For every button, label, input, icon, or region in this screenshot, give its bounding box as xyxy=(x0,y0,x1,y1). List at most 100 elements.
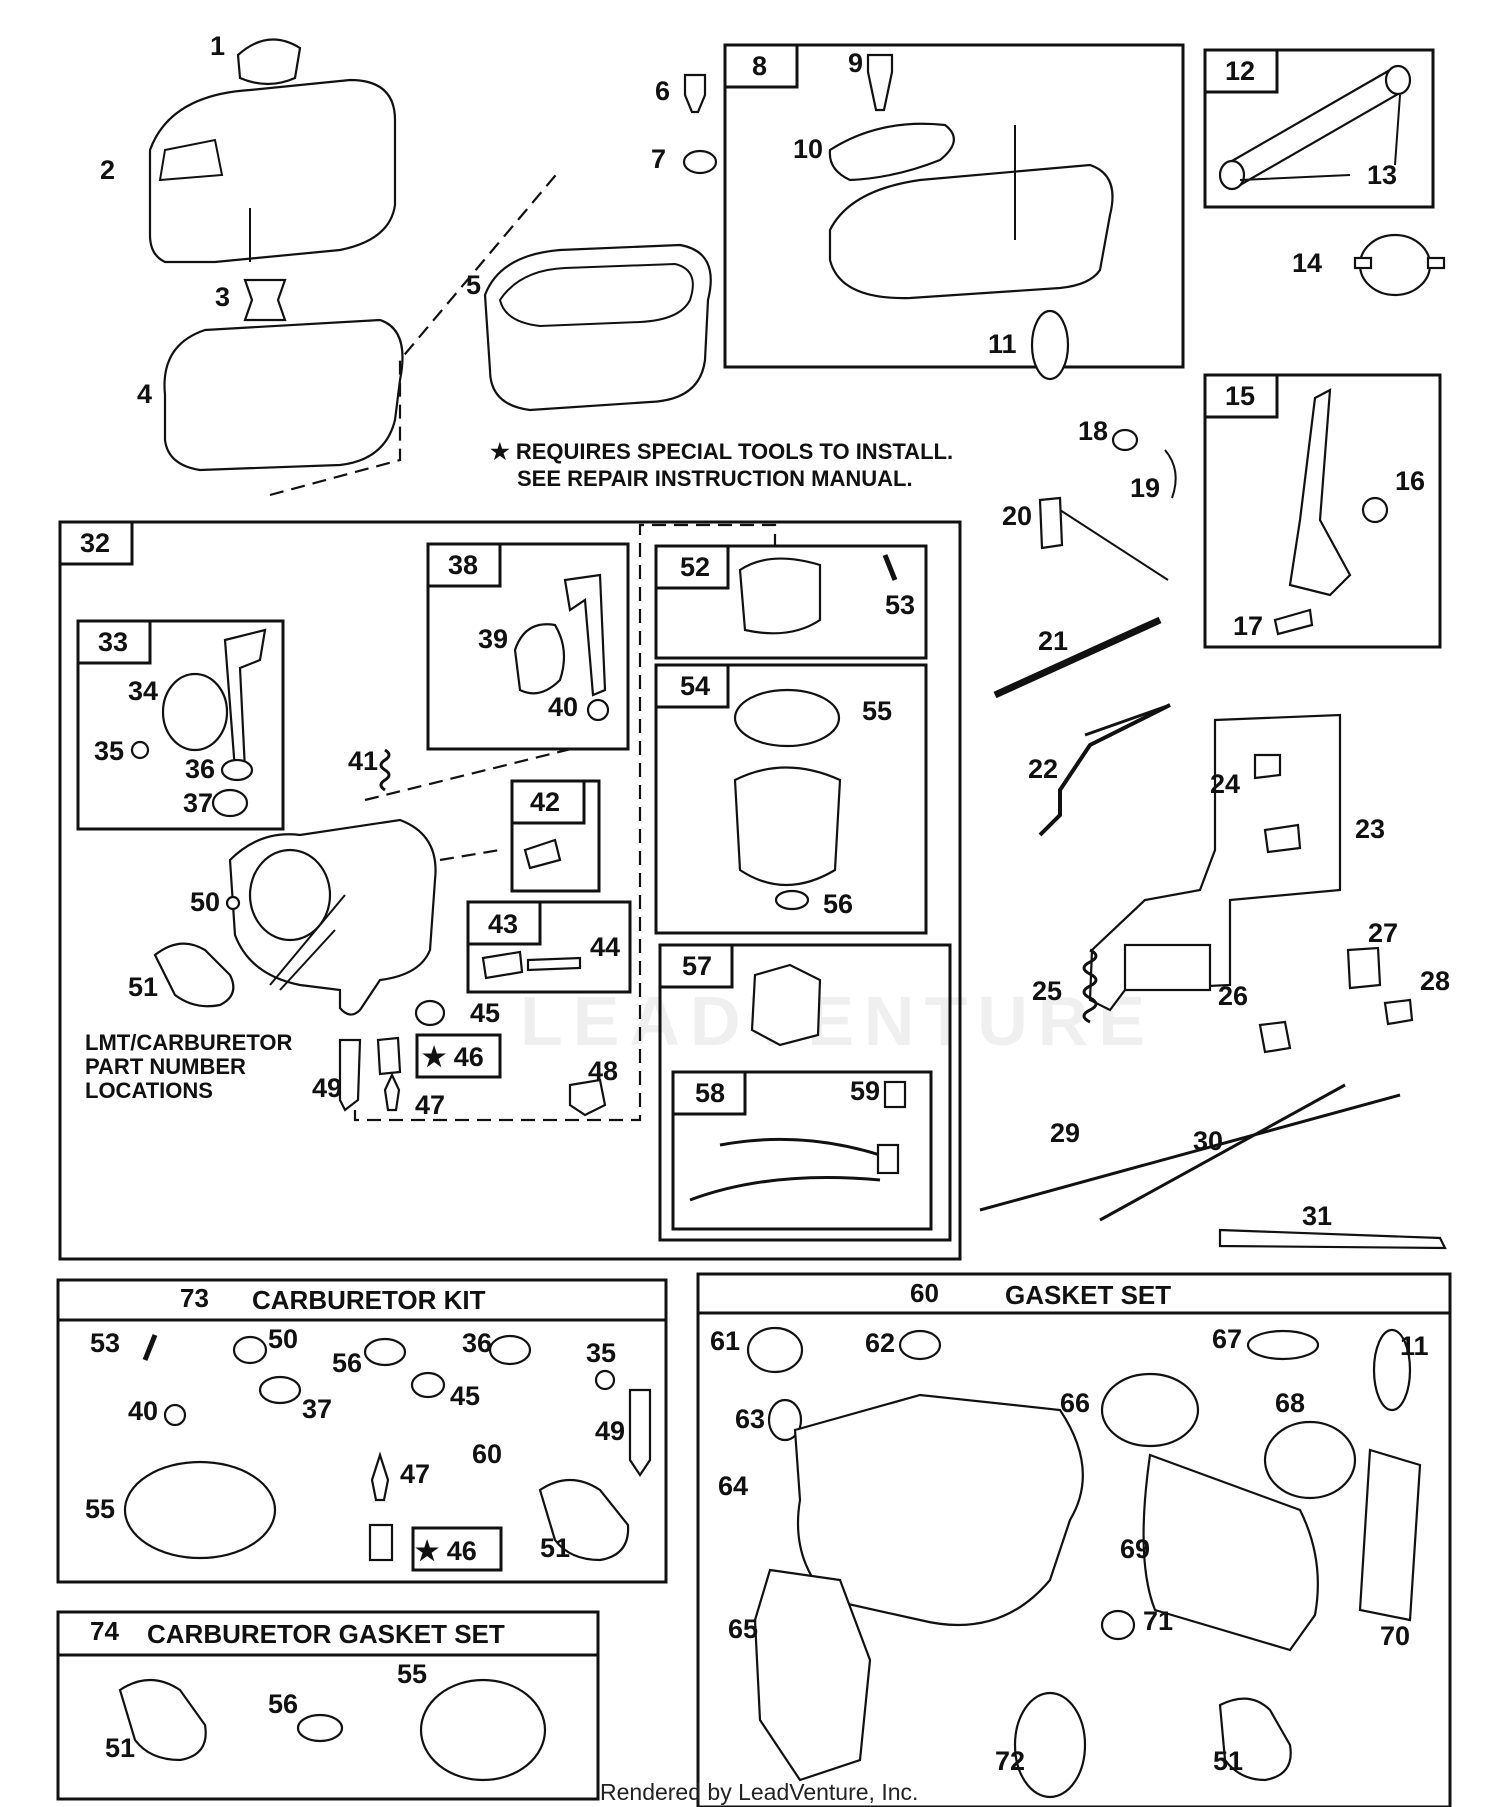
callout-16: 16 xyxy=(1395,466,1425,496)
callout-1: 1 xyxy=(210,31,225,61)
box-label-33: 33 xyxy=(98,627,128,657)
part-rod-21 xyxy=(993,616,1162,699)
callout-27: 27 xyxy=(1368,918,1398,948)
svg-text:60: 60 xyxy=(910,1278,939,1308)
callout-10: 10 xyxy=(793,134,823,164)
part-idle-screw-42 xyxy=(523,838,562,870)
part-needle-seat xyxy=(376,1036,402,1076)
callout-50: 50 xyxy=(190,887,220,917)
box-label-32: 32 xyxy=(80,528,110,558)
part-bowl xyxy=(733,766,842,886)
callout-36: 36 xyxy=(185,754,215,784)
kit73-callout-40: 40 xyxy=(128,1396,158,1426)
kit60-callout-69: 69 xyxy=(1120,1534,1150,1564)
part-choke-plate-39 xyxy=(513,623,566,695)
callout-41: 41 xyxy=(348,746,378,776)
part-rod-30 xyxy=(1099,1083,1346,1222)
svg-text:73: 73 xyxy=(180,1283,209,1313)
part-shaft-20 xyxy=(1038,496,1064,550)
part-washer-18 xyxy=(1111,428,1139,452)
part-gasket-51 xyxy=(153,942,235,1008)
kit73-callout-46-star: ★ 46 xyxy=(415,1536,477,1566)
callout-26: 26 xyxy=(1218,981,1248,1011)
kit73-callout-37: 37 xyxy=(302,1394,332,1424)
kit73-callout-50: 50 xyxy=(268,1324,298,1354)
part-fuel-filter-14 xyxy=(1353,233,1446,297)
callout-19: 19 xyxy=(1130,473,1160,503)
callout-5: 5 xyxy=(466,270,481,300)
part-seal-36 xyxy=(220,758,254,782)
kit73-callout-53: 53 xyxy=(90,1328,120,1358)
part-clip-27 xyxy=(1346,946,1382,990)
part-lever-15 xyxy=(1288,388,1352,597)
part-nut-7 xyxy=(682,149,718,175)
callout-53: 53 xyxy=(885,590,915,620)
box-label-38: 38 xyxy=(448,550,478,580)
part-screw-9 xyxy=(866,53,894,112)
part-screw-6 xyxy=(683,73,707,114)
kit60-callout-61: 61 xyxy=(710,1326,740,1356)
part-tie-31 xyxy=(1218,1228,1447,1250)
box-label-12: 12 xyxy=(1225,56,1255,86)
svg-text:★ REQUIRES SPECIAL TOOLS TO IN: ★ REQUIRES SPECIAL TOOLS TO INSTALL. xyxy=(490,439,953,464)
kit73-callout-47: 47 xyxy=(400,1459,430,1489)
callout-34: 34 xyxy=(128,676,158,706)
part-needle-47 xyxy=(383,1072,401,1112)
lmt-label: LMT/CARBURETOR PART NUMBER LOCATIONS xyxy=(85,1030,292,1103)
part-choke-shaft xyxy=(563,573,607,697)
box-label-58: 58 xyxy=(695,1078,725,1108)
part-plate-10 xyxy=(828,122,955,182)
kit74-callout-51: 51 xyxy=(105,1733,135,1763)
box-label-8: 8 xyxy=(752,51,767,81)
callout-24: 24 xyxy=(1210,769,1240,799)
part-link-22 xyxy=(1038,703,1171,837)
part-bracket-23 xyxy=(1088,713,1342,1012)
kit-74-carburetor-gasket-set: 74 CARBURETOR GASKET SET xyxy=(56,1610,600,1801)
callout-6: 6 xyxy=(655,76,670,106)
kit60-callout-11: 11 xyxy=(1400,1331,1429,1361)
box-label-15: 15 xyxy=(1225,381,1255,411)
part-screw-26 xyxy=(1258,1020,1292,1054)
kit73-callout-51: 51 xyxy=(540,1533,570,1563)
callout-11: 11 xyxy=(988,329,1017,359)
kit60-callout-72: 72 xyxy=(995,1746,1025,1776)
part-cover xyxy=(148,78,397,264)
part-solenoid-57 xyxy=(750,963,822,1047)
callout-49: 49 xyxy=(312,1073,342,1103)
part-washer-50 xyxy=(225,895,241,911)
kit60-callout-70: 70 xyxy=(1380,1621,1410,1651)
kit60-callout-71: 71 xyxy=(1143,1606,1173,1636)
box-label-52: 52 xyxy=(680,552,710,582)
svg-text:CARBURETOR KIT: CARBURETOR KIT xyxy=(252,1285,486,1315)
box-label-54: 54 xyxy=(680,671,710,701)
callout-30: 30 xyxy=(1193,1126,1223,1156)
svg-text:SEE REPAIR INSTRUCTION MANUAL.: SEE REPAIR INSTRUCTION MANUAL. xyxy=(517,466,913,491)
part-nozzle-45 xyxy=(414,999,446,1027)
part-fitting-48 xyxy=(568,1078,607,1117)
box-8 xyxy=(723,43,1185,381)
callout-9: 9 xyxy=(848,48,863,78)
kit-60-gasket-set: 60 GASKET SET xyxy=(696,1272,1452,1807)
part-nut-16 xyxy=(1361,496,1389,524)
part-head-gasket-65 xyxy=(753,1568,872,1782)
kit73-callout-60: 60 xyxy=(472,1439,502,1469)
kit73-callout-45: 45 xyxy=(450,1381,480,1411)
kit60-callout-68: 68 xyxy=(1275,1388,1305,1418)
kit60-callout-67: 67 xyxy=(1212,1324,1242,1354)
callout-numbers: 1 2 3 4 5 6 7 8 9 10 11 12 13 14 15 16 1… xyxy=(80,31,1450,1776)
part-oring-55 xyxy=(733,688,841,748)
special-tools-note: ★ REQUIRES SPECIAL TOOLS TO INSTALL. SEE… xyxy=(490,439,953,491)
box-label-57: 57 xyxy=(682,951,712,981)
callout-47: 47 xyxy=(415,1090,445,1120)
svg-text:PART NUMBER: PART NUMBER xyxy=(85,1054,246,1079)
part-spring-41 xyxy=(379,748,391,792)
part-tube-49 xyxy=(338,1038,362,1112)
callout-17: 17 xyxy=(1233,611,1263,641)
callout-55: 55 xyxy=(862,696,892,726)
svg-text:74: 74 xyxy=(90,1616,119,1646)
part-float-52 xyxy=(738,557,822,635)
kit74-callout-55: 55 xyxy=(397,1659,427,1689)
callout-23: 23 xyxy=(1355,814,1385,844)
callout-59: 59 xyxy=(850,1076,880,1106)
rendered-by-footer: Rendered by LeadVenture, Inc. xyxy=(600,1779,918,1805)
